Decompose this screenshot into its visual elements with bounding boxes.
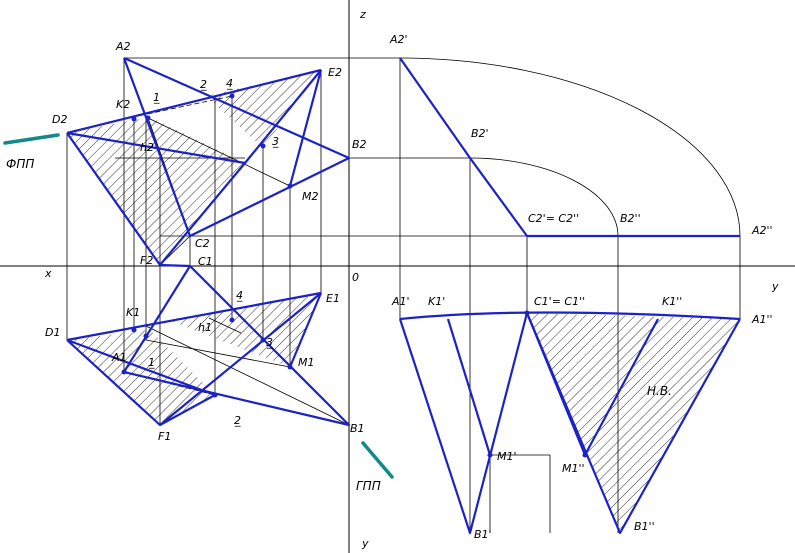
- point-markers: [121, 93, 588, 458]
- label-h2: h2: [140, 141, 154, 154]
- label-x: x: [44, 267, 52, 280]
- label-point-1-1: 1̲: [148, 356, 155, 369]
- label-f2: F2: [140, 254, 153, 267]
- label-point-3-1: 3̲: [266, 336, 273, 349]
- arc-b2: [469, 157, 619, 237]
- fpp-trace: [3, 133, 60, 145]
- label-fpp: ФПП: [6, 157, 34, 171]
- label-h1: h1: [198, 321, 212, 334]
- label-point-2-1: 2̲: [234, 414, 241, 427]
- label-e1: E1: [326, 292, 340, 305]
- arc-a2: [399, 57, 741, 237]
- label-e2: E2: [328, 66, 342, 79]
- label-c1: C1: [198, 255, 213, 268]
- construction-lines: [66, 57, 741, 533]
- label-k1-double-prime: K1'': [662, 295, 682, 308]
- label-y-right: y: [771, 280, 779, 293]
- hatch-a2-e2-triangle: [206, 70, 321, 148]
- label-true-size: Н.В.: [647, 384, 672, 398]
- label-origin: 0: [352, 271, 359, 284]
- label-b1: B1: [350, 422, 365, 435]
- label-b1-prime: B1': [474, 528, 492, 541]
- frontal-projection-edges: [66, 56, 351, 267]
- label-d1: D1: [45, 326, 60, 339]
- label-a2-double-prime: A2'': [751, 224, 773, 237]
- label-m1: M1: [298, 356, 315, 369]
- label-b2-double-prime: B2'': [620, 212, 641, 225]
- label-gpp: ГПП: [356, 479, 381, 493]
- label-m1-prime: M1': [497, 450, 517, 463]
- label-c2: C2: [195, 237, 210, 250]
- label-b1-double-prime: B1'': [634, 520, 655, 533]
- label-k1-prime: K1': [428, 295, 445, 308]
- hatch-d2f2-triangle: [67, 117, 245, 265]
- label-m2: M2: [302, 190, 319, 203]
- label-d2: D2: [52, 113, 67, 126]
- label-point-4-2: 4̲: [226, 77, 233, 90]
- hatch-true-size-triangle: [527, 313, 740, 533]
- hatch-e1-triangle: [168, 293, 321, 367]
- horizontal-projection-edges: [66, 263, 351, 427]
- label-k2: K2: [116, 98, 130, 111]
- label-point-2-2: 2̲: [200, 78, 207, 91]
- label-a2: A2: [115, 40, 131, 53]
- label-c2-prime-c2-double-prime: C2'= C2'': [528, 212, 579, 225]
- label-a1: A1: [111, 351, 127, 364]
- label-c1-prime-c1-double-prime: C1'= C1'': [534, 295, 585, 308]
- label-point-3-2: 3̲: [272, 135, 279, 148]
- label-a1-prime: A1': [391, 295, 410, 308]
- label-point-4-1: 4̲: [236, 289, 243, 302]
- label-m1-double-prime: M1'': [562, 462, 585, 475]
- label-point-1-2: 1̲: [153, 91, 160, 104]
- gpp-trace: [361, 441, 394, 479]
- label-b2-prime: B2': [471, 127, 489, 140]
- label-a2-prime: A2': [389, 33, 408, 46]
- label-b2: B2: [352, 138, 367, 151]
- label-k1: K1: [126, 306, 140, 319]
- label-y-bottom: y: [361, 537, 369, 550]
- label-a1-double-prime: A1'': [751, 313, 773, 326]
- label-f1: F1: [158, 430, 171, 443]
- label-z: z: [359, 8, 366, 21]
